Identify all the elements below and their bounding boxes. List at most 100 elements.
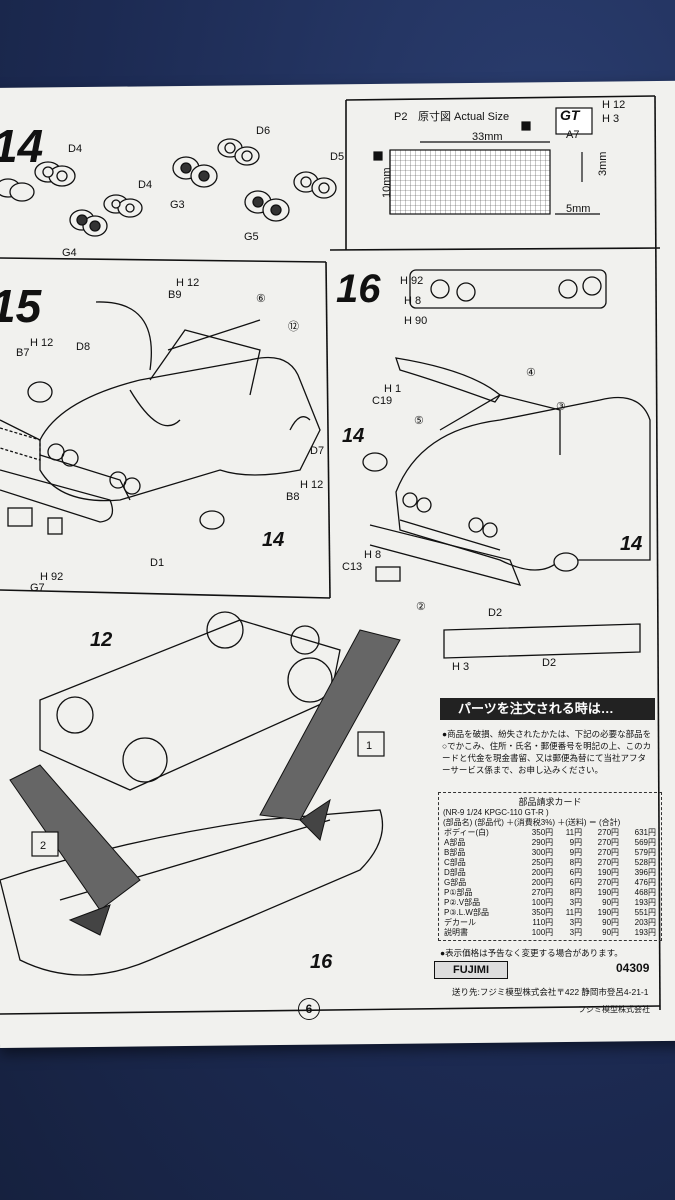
table-cell-ship: 90円 [602,898,620,907]
step15-car-drawing [0,301,321,535]
step14-parts [0,138,337,237]
parts-card-header: (部品名) (部品代) ＋(消費税3%) ＋(送料) ＝ (合計) [443,818,621,827]
label-c19: C19 [372,395,392,407]
order-parts-note: ●商品を破損、紛失されたかたは、下記の必要な部品を○でかこみ、住所・氏名・郵便番… [442,729,652,775]
product-code: 04309 [616,961,650,975]
table-cell-tax: 11円 [565,828,583,837]
label-d2: D2 [488,607,502,619]
table-cell-ship: 90円 [602,928,620,937]
table-cell-ship: 190円 [597,888,620,897]
label-g5: G5 [244,231,259,243]
table-cell-name: P②.V部品 [444,898,481,907]
table-cell-price: 290円 [531,838,554,847]
label-g4: G4 [62,247,77,259]
label-d6: D6 [256,125,270,137]
sticker-bottom: 5mm [566,203,590,215]
table-cell-name: デカール [444,918,476,927]
table-cell-name: D部品 [444,868,466,877]
callout-16: 16 [310,951,333,973]
price-change-note: ●表示価格は予告なく変更する場合があります。 [440,948,623,958]
table-cell-tax: 9円 [569,848,583,857]
table-cell-tax: 3円 [569,898,583,907]
parts-request-card: 部品請求カード (NR-9 1/24 KPGC-110 GT-R ) (部品名)… [438,792,662,941]
table-cell-total: 203円 [634,918,656,927]
fujimi-logo: FUJIMI [434,961,508,979]
step17-box-1-frame [357,731,385,757]
table-cell-total: 551円 [634,908,656,917]
label-star6: ⑥ [256,293,266,305]
table-cell-price: 270円 [531,888,554,897]
parts-card-product: (NR-9 1/24 KPGC-110 GT-R ) [443,808,549,817]
table-cell-tax: 9円 [569,838,583,847]
part-d5 [293,171,337,199]
order-parts-banner: パーツを注文される時は… [440,698,655,720]
table-cell-tax: 3円 [569,918,583,927]
divider-line [654,95,661,1011]
label-b7: B7 [16,347,29,359]
sticker-a7: A7 [566,129,579,141]
table-cell-ship: 90円 [602,918,620,927]
label-star12: ⑫ [288,320,299,333]
table-cell-price: 200円 [531,868,554,877]
label-d7: D7 [310,445,324,457]
table-cell-tax: 3円 [569,928,583,937]
sticker-gt-logo: GT [560,107,581,123]
callout-14: 14 [262,529,284,551]
sticker-h12: H 12 [602,99,625,111]
table-cell-price: 300円 [531,848,554,857]
divider-line [0,589,331,599]
sticker-side: 3mm [597,152,609,176]
part-d4-b [103,194,143,218]
label-h90: H 90 [404,315,427,327]
company-name: フジミ模型株式会社 [578,1005,650,1014]
divider-line [345,95,656,101]
label-d5: D5 [330,151,344,163]
table-cell-tax: 8円 [569,858,583,867]
table-cell-total: 396円 [634,868,656,877]
part-g4 [69,209,108,237]
label-h12-b9: H 12 [176,277,199,289]
table-cell-total: 193円 [634,928,656,937]
table-cell-price: 200円 [531,878,554,887]
callout-12: 12 [90,629,112,651]
table-cell-total: 468円 [634,888,656,897]
label-g7: G7 [30,582,45,594]
table-cell-price: 250円 [531,858,554,867]
step15-number: 15 [0,280,43,332]
label-h92: H 92 [40,571,63,583]
table-cell-price: 350円 [531,828,554,837]
step16-car-drawing [362,269,651,659]
table-cell-ship: 270円 [597,858,620,867]
label-h8-c13: H 8 [364,549,381,561]
step17-box-1: 1 [366,740,372,752]
label-star2: ② [416,601,426,613]
label-d8: D8 [76,341,90,353]
step17-box-2: 2 [40,840,46,852]
label-b8: B8 [286,491,299,503]
sticker-width: 33mm [472,131,503,143]
table-cell-name: G部品 [444,878,467,887]
table-cell-tax: 6円 [569,878,583,887]
table-cell-price: 100円 [531,898,554,907]
label-h8: H 8 [404,295,421,307]
divider-line [0,1005,661,1015]
table-cell-ship: 190円 [597,868,620,877]
label-star4: ④ [526,367,536,379]
divider-line [325,261,331,599]
callout-14: 14 [620,533,642,555]
table-cell-name: ボディー(白) [444,828,489,837]
table-cell-total: 569円 [634,838,656,847]
label-d4: D4 [138,179,152,191]
label-b9: B9 [168,289,181,301]
label-g3: G3 [170,199,185,211]
sticker-h3: H 3 [602,113,619,125]
